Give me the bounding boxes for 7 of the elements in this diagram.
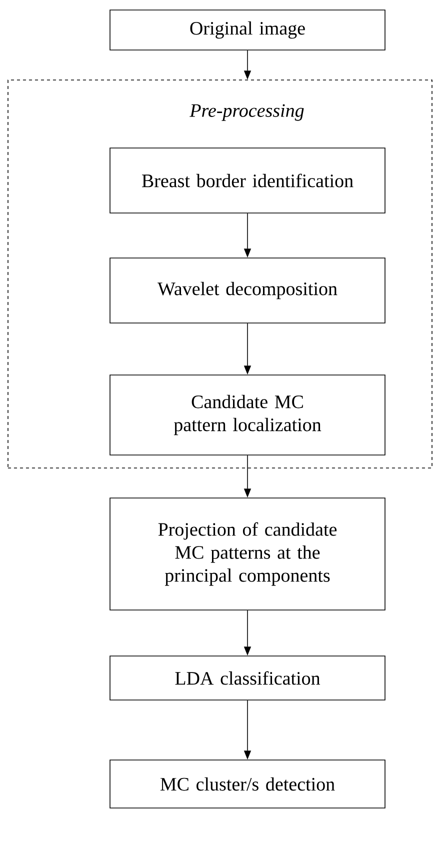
process-box: Candidate MC pattern localization (110, 374, 386, 456)
process-box: Wavelet decomposition (110, 258, 386, 324)
process-box: Breast border identification (110, 148, 386, 214)
process-box: Projection of candidate MC patterns at the principal components (110, 498, 386, 610)
process-box: LDA classification (110, 656, 386, 700)
process-box: Original image (110, 10, 386, 50)
process-box: MC cluster/s detection (110, 760, 386, 808)
